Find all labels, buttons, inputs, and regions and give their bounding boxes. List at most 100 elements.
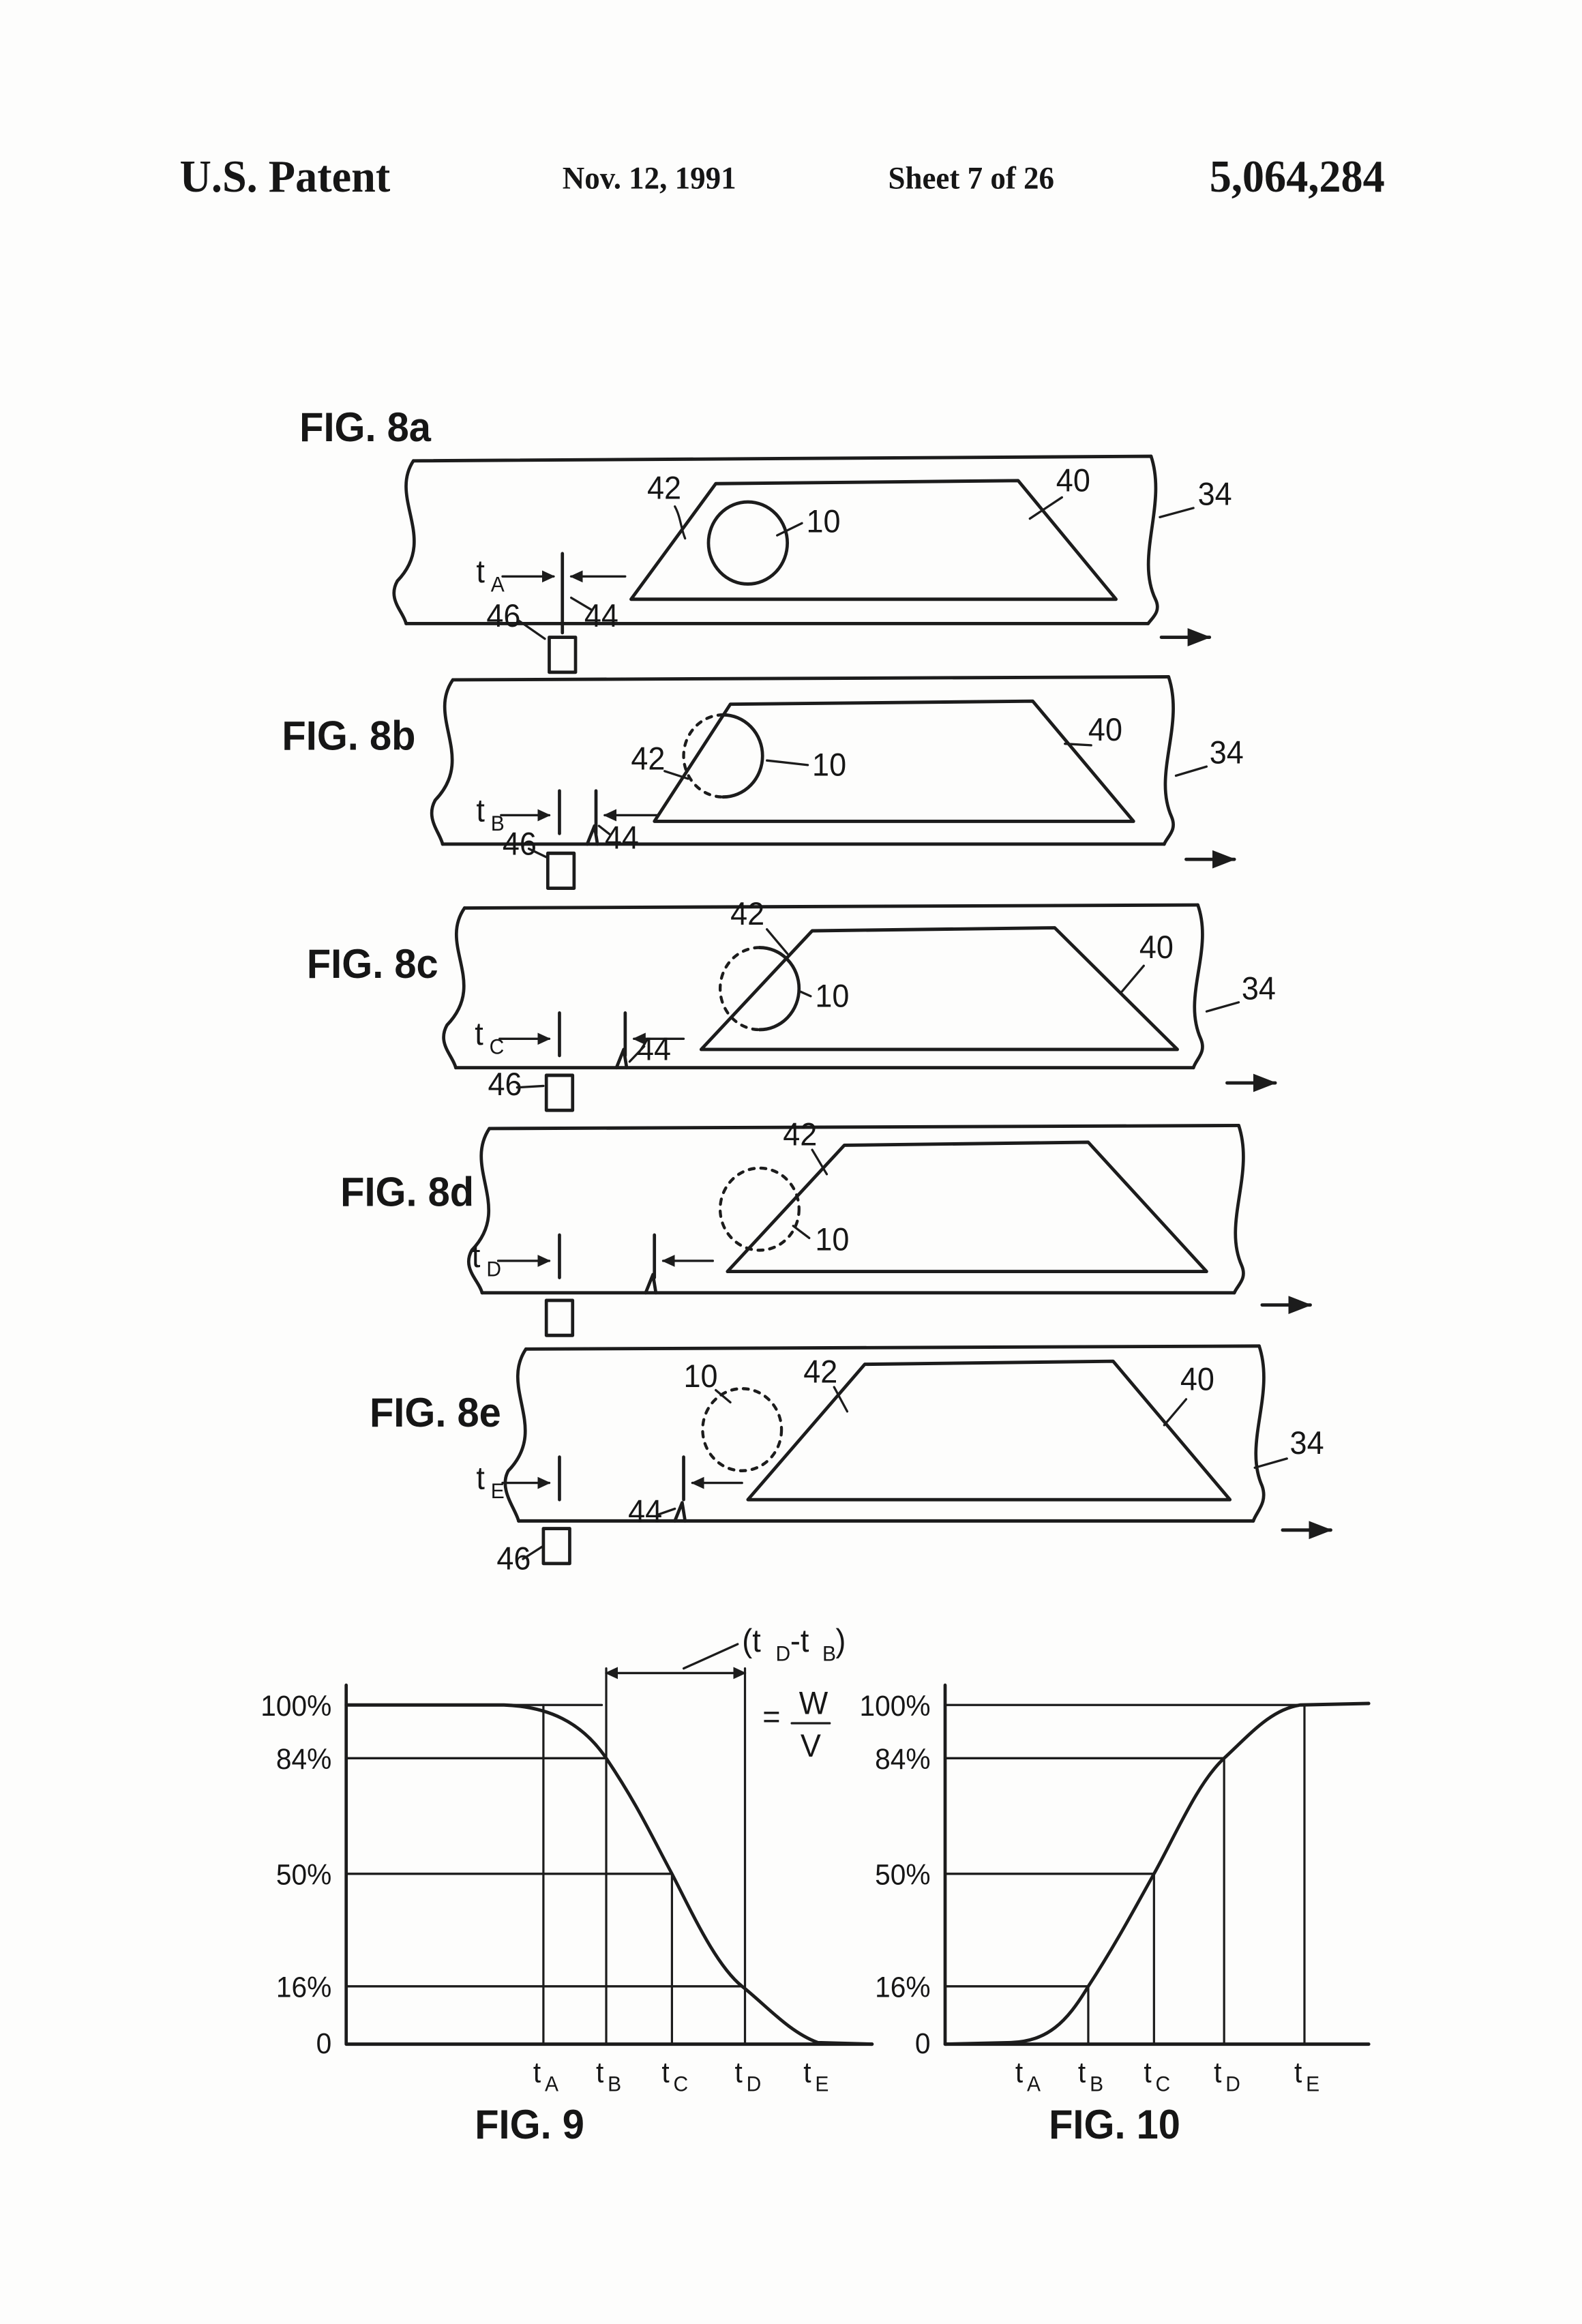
- annotation-connector: [682, 1643, 739, 1670]
- leader-46: [517, 619, 546, 640]
- time-label-tD: t: [472, 1238, 481, 1274]
- web-top-edge: [524, 1344, 1261, 1351]
- web-torn-right-edge: [1162, 675, 1175, 846]
- ytick-16: 16%: [276, 1971, 331, 2003]
- web-top-edge: [488, 1124, 1240, 1131]
- time-label-tC-sub: C: [490, 1035, 505, 1059]
- figure-9-graph: 100% 84% 50% 16% 0 t A t B t C t D t E (…: [260, 1622, 874, 2147]
- ytick-84: 84%: [276, 1742, 331, 1775]
- ref-42: 42: [647, 470, 681, 506]
- ref-42: 42: [803, 1354, 837, 1390]
- figure-8a-label: FIG. 8a: [299, 404, 432, 450]
- ink-spot-circle: [706, 500, 790, 586]
- leader-34: [1174, 765, 1208, 777]
- web-torn-right-edge: [1232, 1124, 1245, 1295]
- ytick-50: 50%: [875, 1858, 930, 1891]
- leader-10: [799, 990, 812, 998]
- figure-8c-label: FIG. 8c: [307, 941, 438, 987]
- ytick-50: 50%: [276, 1858, 331, 1891]
- aperture-trapezoid: [699, 926, 1179, 1052]
- leader-44: [597, 824, 612, 837]
- sheet-number: Sheet 7 of 26: [888, 160, 1054, 196]
- xtick-tD-sub: D: [747, 2072, 762, 2096]
- xtick-tD: t: [735, 2056, 743, 2089]
- sensor-box-46: [548, 636, 578, 674]
- xtick-tE: t: [1294, 2056, 1302, 2089]
- ref-10: 10: [684, 1358, 718, 1394]
- xtick-tC-sub: C: [674, 2072, 689, 2096]
- leader-40: [1028, 496, 1063, 520]
- leader-42: [811, 1148, 829, 1176]
- ref-44: 44: [605, 820, 639, 856]
- ink-spot-dashed-arc: [719, 946, 762, 1032]
- xtick-tE-sub: E: [815, 2072, 829, 2096]
- patent-number: 5,064,284: [1210, 152, 1385, 202]
- xtick-tB-sub: B: [1090, 2072, 1103, 2096]
- sensor-box-46: [541, 1527, 571, 1566]
- ink-spot-dashed-circle: [718, 1166, 801, 1252]
- ref-34: 34: [1198, 476, 1232, 512]
- xtick-tB: t: [1078, 2056, 1086, 2089]
- ytick-100: 100%: [860, 1689, 931, 1722]
- leader-42: [833, 1386, 849, 1413]
- web-notch-44: [673, 1501, 687, 1523]
- time-label-tE: t: [476, 1460, 485, 1496]
- leader-42: [766, 928, 789, 955]
- ref-10: 10: [812, 747, 846, 783]
- time-label-tA-sub: A: [491, 573, 505, 597]
- web-torn-right-edge: [1191, 903, 1204, 1070]
- ink-spot-dashed-circle: [701, 1387, 783, 1472]
- fraction-denominator-V: V: [801, 1727, 821, 1763]
- xtick-tC-sub: C: [1155, 2072, 1170, 2096]
- ref-46: 46: [486, 597, 520, 634]
- leader-40: [1064, 742, 1092, 747]
- xtick-tA-sub: A: [1027, 2072, 1041, 2096]
- time-label-tB-sub: B: [491, 811, 505, 835]
- ref-34: 34: [1290, 1425, 1324, 1461]
- xtick-tB-sub: B: [608, 2072, 621, 2096]
- ref-46: 46: [503, 826, 537, 862]
- web-torn-left-edge: [503, 1347, 528, 1523]
- figure-8c: FIG. 8c 42 10 40 34 t C 46 44: [307, 895, 1277, 1112]
- web-top-edge: [451, 675, 1171, 682]
- leader-40: [1120, 964, 1145, 993]
- xtick-tA-sub: A: [545, 2072, 559, 2096]
- ytick-16: 16%: [875, 1971, 930, 2003]
- annotation-open: (t: [742, 1622, 761, 1658]
- xtick-tC: t: [1144, 2056, 1152, 2089]
- annotation-mid: -t: [790, 1622, 809, 1658]
- ref-10: 10: [815, 978, 849, 1014]
- figure-8e-label: FIG. 8e: [370, 1390, 501, 1435]
- ytick-84: 84%: [875, 1742, 930, 1775]
- figure-8b-label: FIG. 8b: [282, 713, 415, 759]
- figure-8b: FIG. 8b 42 10 40 34 t B 46 44: [282, 675, 1244, 890]
- web-torn-right-edge: [1146, 454, 1159, 625]
- web-torn-left-edge: [466, 1127, 491, 1295]
- aperture-trapezoid: [653, 699, 1135, 823]
- decreasing-curve: [344, 1703, 874, 2046]
- aperture-trapezoid: [726, 1140, 1208, 1274]
- leader-10: [715, 1388, 732, 1404]
- time-label-tA: t: [476, 553, 485, 589]
- figure-8e: FIG. 8e 10 42 40 34 t E 44 46: [370, 1344, 1332, 1577]
- ref-10: 10: [815, 1221, 849, 1257]
- leader-10: [776, 522, 803, 537]
- sensor-box-46: [544, 1298, 575, 1337]
- xtick-tB: t: [596, 2056, 604, 2089]
- ref-44: 44: [628, 1493, 662, 1530]
- ink-spot-solid-arc: [758, 946, 801, 1032]
- ref-40: 40: [1088, 711, 1122, 747]
- ytick-100: 100%: [260, 1689, 331, 1722]
- fraction-numerator-W: W: [799, 1685, 829, 1721]
- ytick-0: 0: [316, 2027, 332, 2059]
- web-top-edge: [462, 903, 1199, 910]
- figure-10-label: FIG. 10: [1049, 2102, 1180, 2147]
- ytick-0: 0: [915, 2027, 931, 2059]
- web-torn-right-edge: [1251, 1344, 1266, 1523]
- ref-42: 42: [631, 741, 665, 777]
- annotation-sub-D: D: [776, 1642, 791, 1666]
- ref-44: 44: [584, 597, 618, 634]
- leader-34: [1205, 1001, 1240, 1013]
- leader-10: [766, 759, 809, 766]
